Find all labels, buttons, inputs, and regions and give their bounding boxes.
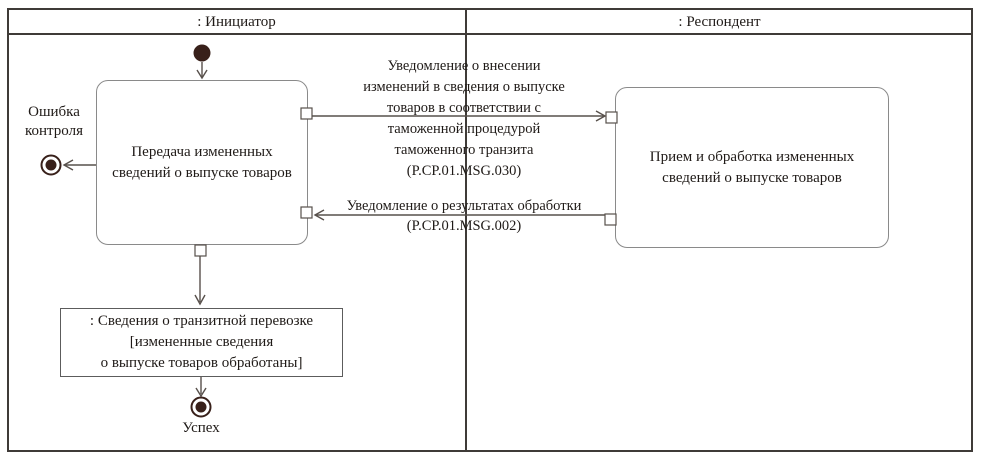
message-reply-label: Уведомление о результатах обработки (P.C… (346, 198, 582, 234)
pin-respondent-receive (605, 111, 618, 124)
message-reply-arrow (313, 209, 605, 221)
success-final-label: Успех (182, 420, 220, 436)
action-send-changed-info-label: Передача измененных сведений о выпуске т… (112, 143, 292, 181)
action-receive-process-info-label: Прием и обработка измененных сведений о … (649, 148, 855, 186)
pin-initiator-output (194, 244, 207, 257)
lane-header-initiator: : Инициатор (7, 11, 466, 33)
initial-node (193, 44, 211, 62)
error-flow-arrow (62, 159, 96, 171)
success-final-node (190, 396, 212, 418)
flow-to-object-arrow (194, 256, 206, 306)
error-final-label: Ошибка контроля (25, 104, 83, 139)
message-send-arrow (312, 110, 607, 122)
pin-initiator-send (300, 107, 313, 120)
lane-header-respondent-label: : Респондент (678, 13, 761, 30)
action-receive-process-info: Прием и обработка измененных сведений о … (615, 87, 889, 248)
object-node-transit-info-label: : Сведения о транзитной перевозке [измен… (89, 313, 314, 371)
message-send-label: Уведомление о внесении изменений в сведе… (363, 58, 565, 179)
error-final-node (40, 154, 62, 176)
initial-flow-arrow (196, 62, 208, 80)
object-node-transit-info: : Сведения о транзитной перевозке [измен… (60, 308, 343, 377)
swimlane-frame (7, 8, 973, 452)
pin-initiator-receive (300, 206, 313, 219)
lane-header-initiator-label: : Инициатор (197, 13, 276, 30)
header-underline (7, 33, 973, 35)
pin-respondent-send (604, 213, 617, 226)
action-send-changed-info: Передача измененных сведений о выпуске т… (96, 80, 308, 245)
flow-to-success-arrow (195, 377, 207, 398)
lane-header-respondent: : Респондент (466, 11, 973, 33)
lane-divider (465, 8, 467, 452)
